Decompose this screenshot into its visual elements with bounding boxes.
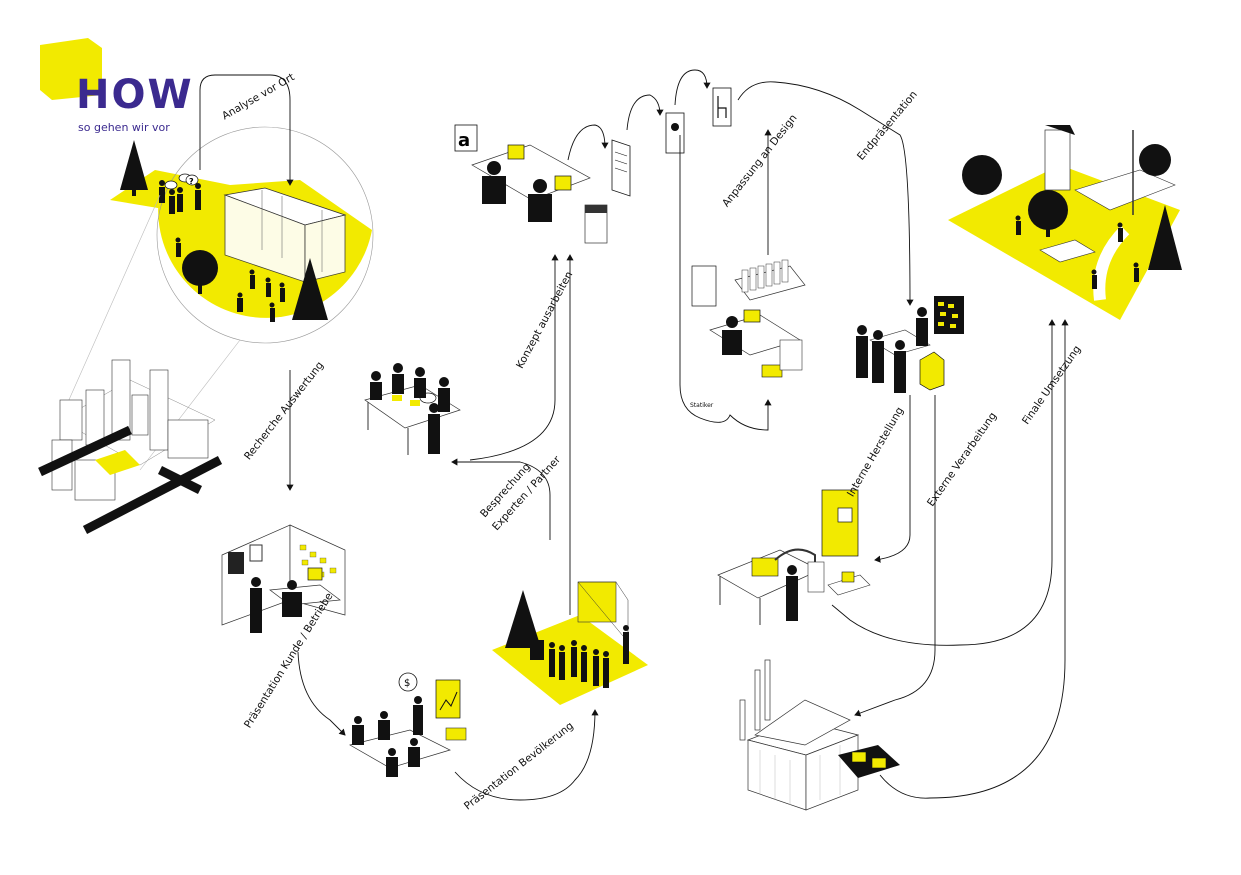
expert-meeting-scene [364,363,461,455]
concept-office-scene: a [454,124,608,244]
document-icon [611,139,631,197]
tree-icon [962,155,1002,195]
flow-arrows [199,69,1069,801]
svg-text:?: ? [189,177,194,186]
question-bubble-icon [185,174,199,186]
final-presentation-scene [856,296,964,393]
chart-sheet-icon [665,112,685,154]
svg-text:$: $ [404,678,410,689]
chair-sheet-icon [712,87,732,127]
factory-scene [739,659,900,811]
client-presentation-scene: $ [349,672,467,777]
research-office-scene [221,524,346,633]
tree-icon [1148,205,1182,270]
tree-icon [120,140,148,196]
people-group [159,180,285,322]
site-analysis-scene: ? [110,126,374,344]
final-park-scene [948,125,1182,320]
structural-engineer-scene [691,259,806,378]
tree-icon [1028,190,1068,237]
public-presentation-scene [492,581,648,705]
tree-icon [182,250,218,294]
dollar-bubble-icon [398,672,418,692]
city-map-scene [38,194,241,534]
font-sample-icon: a [458,130,470,151]
workshop-scene [717,489,871,625]
tree-icon [292,258,328,320]
tree-icon [505,590,541,648]
logo-tagline: so gehen wir vor [78,121,170,134]
tree-icon [1139,144,1171,176]
logo-wordmark: HOW [76,72,194,118]
label-statiker: Statiker [690,402,714,409]
logo [40,38,102,100]
